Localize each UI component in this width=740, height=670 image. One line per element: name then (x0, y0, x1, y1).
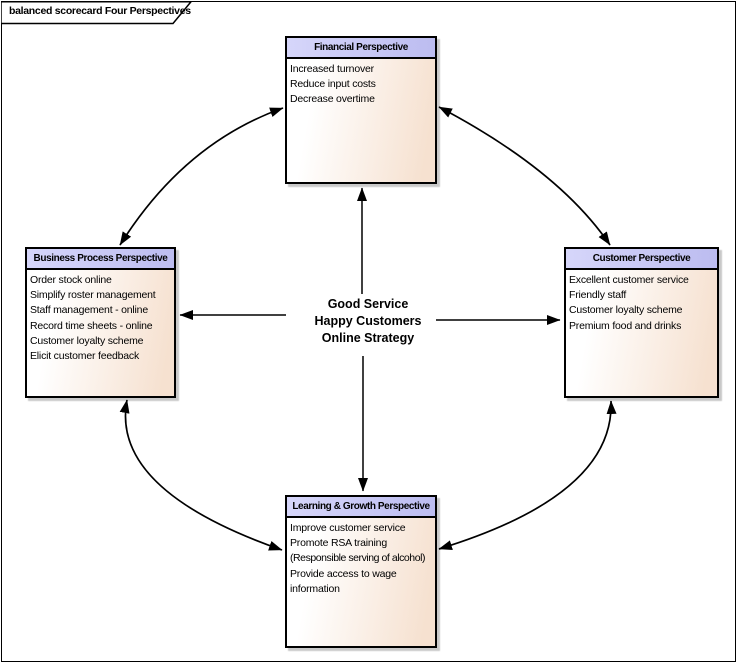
node-learning-growth-header: Learning & Growth Perspective (287, 497, 435, 518)
node-item: Friendly staff (569, 289, 627, 302)
diagram-tab-shape (1, 1, 193, 25)
node-item: Decrease overtime (290, 93, 375, 106)
central-strategy-line: Happy Customers (314, 314, 422, 328)
node-customer-header: Customer Perspective (566, 249, 717, 270)
node-customer-body: Excellent customer service Friendly staf… (566, 270, 717, 334)
diagram-tab-label: balanced scorecard Four Perspectives (9, 5, 191, 17)
node-financial-header: Financial Perspective (287, 38, 435, 59)
node-financial-body: Increased turnover Reduce input costs De… (287, 59, 435, 108)
node-business-process-body: Order stock online Simplify roster manag… (27, 270, 174, 364)
node-item: Customer loyalty scheme (30, 334, 144, 347)
node-item: information (290, 582, 340, 595)
node-item: Promote RSA training (290, 537, 387, 550)
node-financial-perspective[interactable]: Financial Perspective Increased turnover… (285, 36, 437, 184)
node-item: Simplify roster management (30, 289, 156, 302)
node-item: Provide access to wage (290, 567, 397, 580)
tab-polygon (1, 1, 193, 25)
node-item: Customer loyalty scheme (569, 304, 683, 317)
node-customer-perspective[interactable]: Customer Perspective Excellent customer … (564, 247, 719, 398)
node-business-process-perspective[interactable]: Business Process Perspective Order stock… (25, 247, 176, 398)
node-item: Staff management - online (30, 304, 148, 317)
node-item: Increased turnover (290, 63, 374, 75)
node-learning-growth-body: Improve customer service Promote RSA tra… (287, 518, 435, 597)
node-learning-growth-perspective[interactable]: Learning & Growth Perspective Improve cu… (285, 495, 437, 648)
node-item: Record time sheets - online (30, 319, 153, 332)
node-item: Improve customer service (290, 522, 406, 534)
node-item: (Responsible serving of alcohol) (290, 552, 426, 565)
node-item: Premium food and drinks (569, 319, 682, 332)
node-item: Elicit customer feedback (30, 350, 139, 363)
central-strategy-line: Good Service (327, 297, 409, 311)
central-strategy-text[interactable]: Good Service Happy Customers Online Stra… (283, 296, 453, 347)
central-strategy-line: Online Strategy (321, 331, 415, 345)
node-item: Excellent customer service (569, 274, 689, 286)
node-business-process-header: Business Process Perspective (27, 249, 174, 270)
node-item: Order stock online (30, 274, 112, 286)
node-item: Reduce input costs (290, 78, 376, 91)
